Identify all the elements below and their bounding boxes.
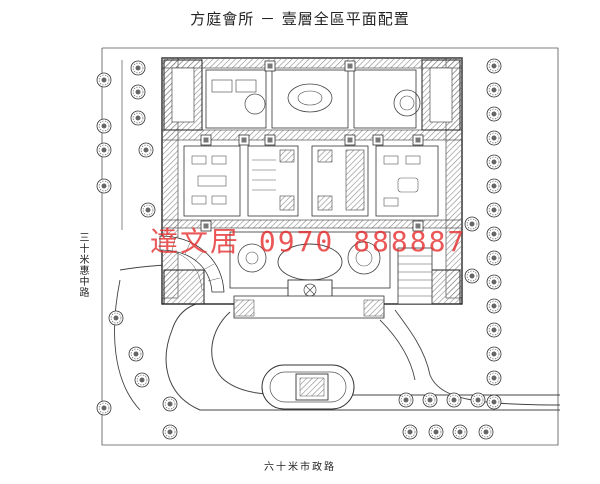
site-boundary — [101, 47, 559, 446]
lounge-east-round — [347, 241, 381, 275]
room-north-1 — [205, 69, 267, 129]
tree-row-south — [398, 392, 494, 440]
plan-title: 方庭會所 － 壹層全區平面配置 — [190, 10, 410, 28]
west-curve — [114, 279, 141, 411]
east-path-2 — [379, 319, 416, 381]
south-terrace — [233, 295, 385, 319]
tree-row-east — [464, 58, 502, 410]
east-ramp — [397, 247, 433, 305]
spiral-stair — [159, 235, 225, 293]
room-north-2 — [271, 69, 349, 129]
room-north-3 — [353, 69, 417, 129]
watermark: 達文居 0970 888887 — [150, 225, 467, 258]
east-path — [394, 309, 561, 406]
lounge-west-round — [237, 243, 267, 273]
office-east — [375, 145, 439, 217]
road-label-west: 三十米惠中路 — [77, 232, 88, 298]
road-label-south: 六十米市政路 — [264, 462, 336, 473]
entrance-loop-inner — [269, 371, 347, 403]
tower-sw — [163, 269, 205, 305]
